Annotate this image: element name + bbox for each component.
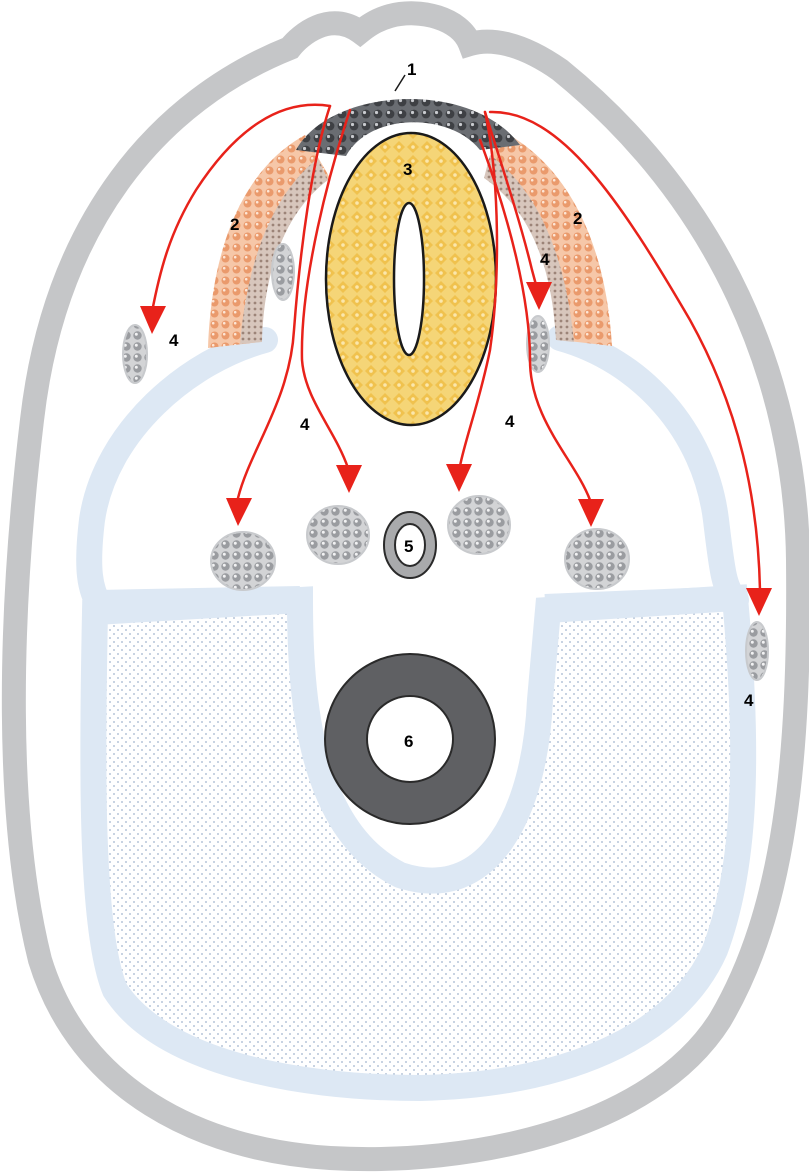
label-1-leader bbox=[394, 74, 406, 92]
label-3: 3 bbox=[403, 160, 412, 179]
label-5: 5 bbox=[404, 537, 413, 556]
arrowhead-inner-right bbox=[526, 282, 552, 310]
arrowhead-far-left bbox=[140, 306, 166, 334]
node-4-far-left bbox=[122, 324, 148, 384]
node-4-lower-right bbox=[564, 528, 630, 590]
layer-2-left-inner bbox=[240, 158, 328, 344]
arrow-to-center-right bbox=[458, 110, 499, 468]
arrow-to-lower-right bbox=[478, 138, 592, 502]
posterior-compartment bbox=[80, 584, 757, 1102]
arrowheads bbox=[140, 282, 772, 616]
label-4-far-left: 4 bbox=[169, 331, 179, 350]
fascia-septum-right bbox=[544, 586, 736, 614]
node-4-center-right bbox=[447, 495, 511, 555]
fascia-membrane-right bbox=[547, 325, 749, 613]
structure-3-lumen bbox=[392, 201, 426, 357]
structure-6-core bbox=[366, 695, 454, 783]
label-2-left: 2 bbox=[230, 215, 239, 234]
label-4-center-left: 4 bbox=[300, 415, 310, 434]
layer-1-arch bbox=[296, 98, 520, 156]
node-4-lower-left bbox=[210, 531, 276, 591]
arrow-to-far-right bbox=[488, 110, 762, 592]
node-4-inner-left bbox=[271, 243, 295, 301]
structure-5-core bbox=[394, 523, 426, 567]
label-6: 6 bbox=[404, 732, 413, 751]
arrowhead-lower-right bbox=[578, 499, 604, 527]
arrow-to-lower-left bbox=[236, 104, 332, 500]
node-4-inner-right bbox=[526, 315, 550, 373]
node-4-center-left bbox=[306, 505, 370, 565]
fascia-membrane bbox=[76, 327, 278, 619]
arrowhead-far-right bbox=[746, 588, 772, 616]
label-4-upper-right: 4 bbox=[540, 250, 550, 269]
arrowhead-center-right bbox=[446, 464, 472, 492]
label-4-center-right: 4 bbox=[505, 412, 515, 431]
arrowhead-lower-left bbox=[226, 498, 252, 526]
node-4-far-right bbox=[745, 621, 769, 681]
arrowhead-center-left bbox=[336, 465, 362, 493]
label-1: 1 bbox=[407, 60, 416, 79]
arrow-to-far-left bbox=[150, 103, 332, 314]
layer-2-right-inner bbox=[484, 155, 574, 342]
label-2-right: 2 bbox=[573, 209, 582, 228]
label-4-far-right: 4 bbox=[744, 691, 754, 710]
arrow-to-center-left bbox=[300, 108, 352, 470]
fascia-septum-left bbox=[97, 586, 301, 610]
